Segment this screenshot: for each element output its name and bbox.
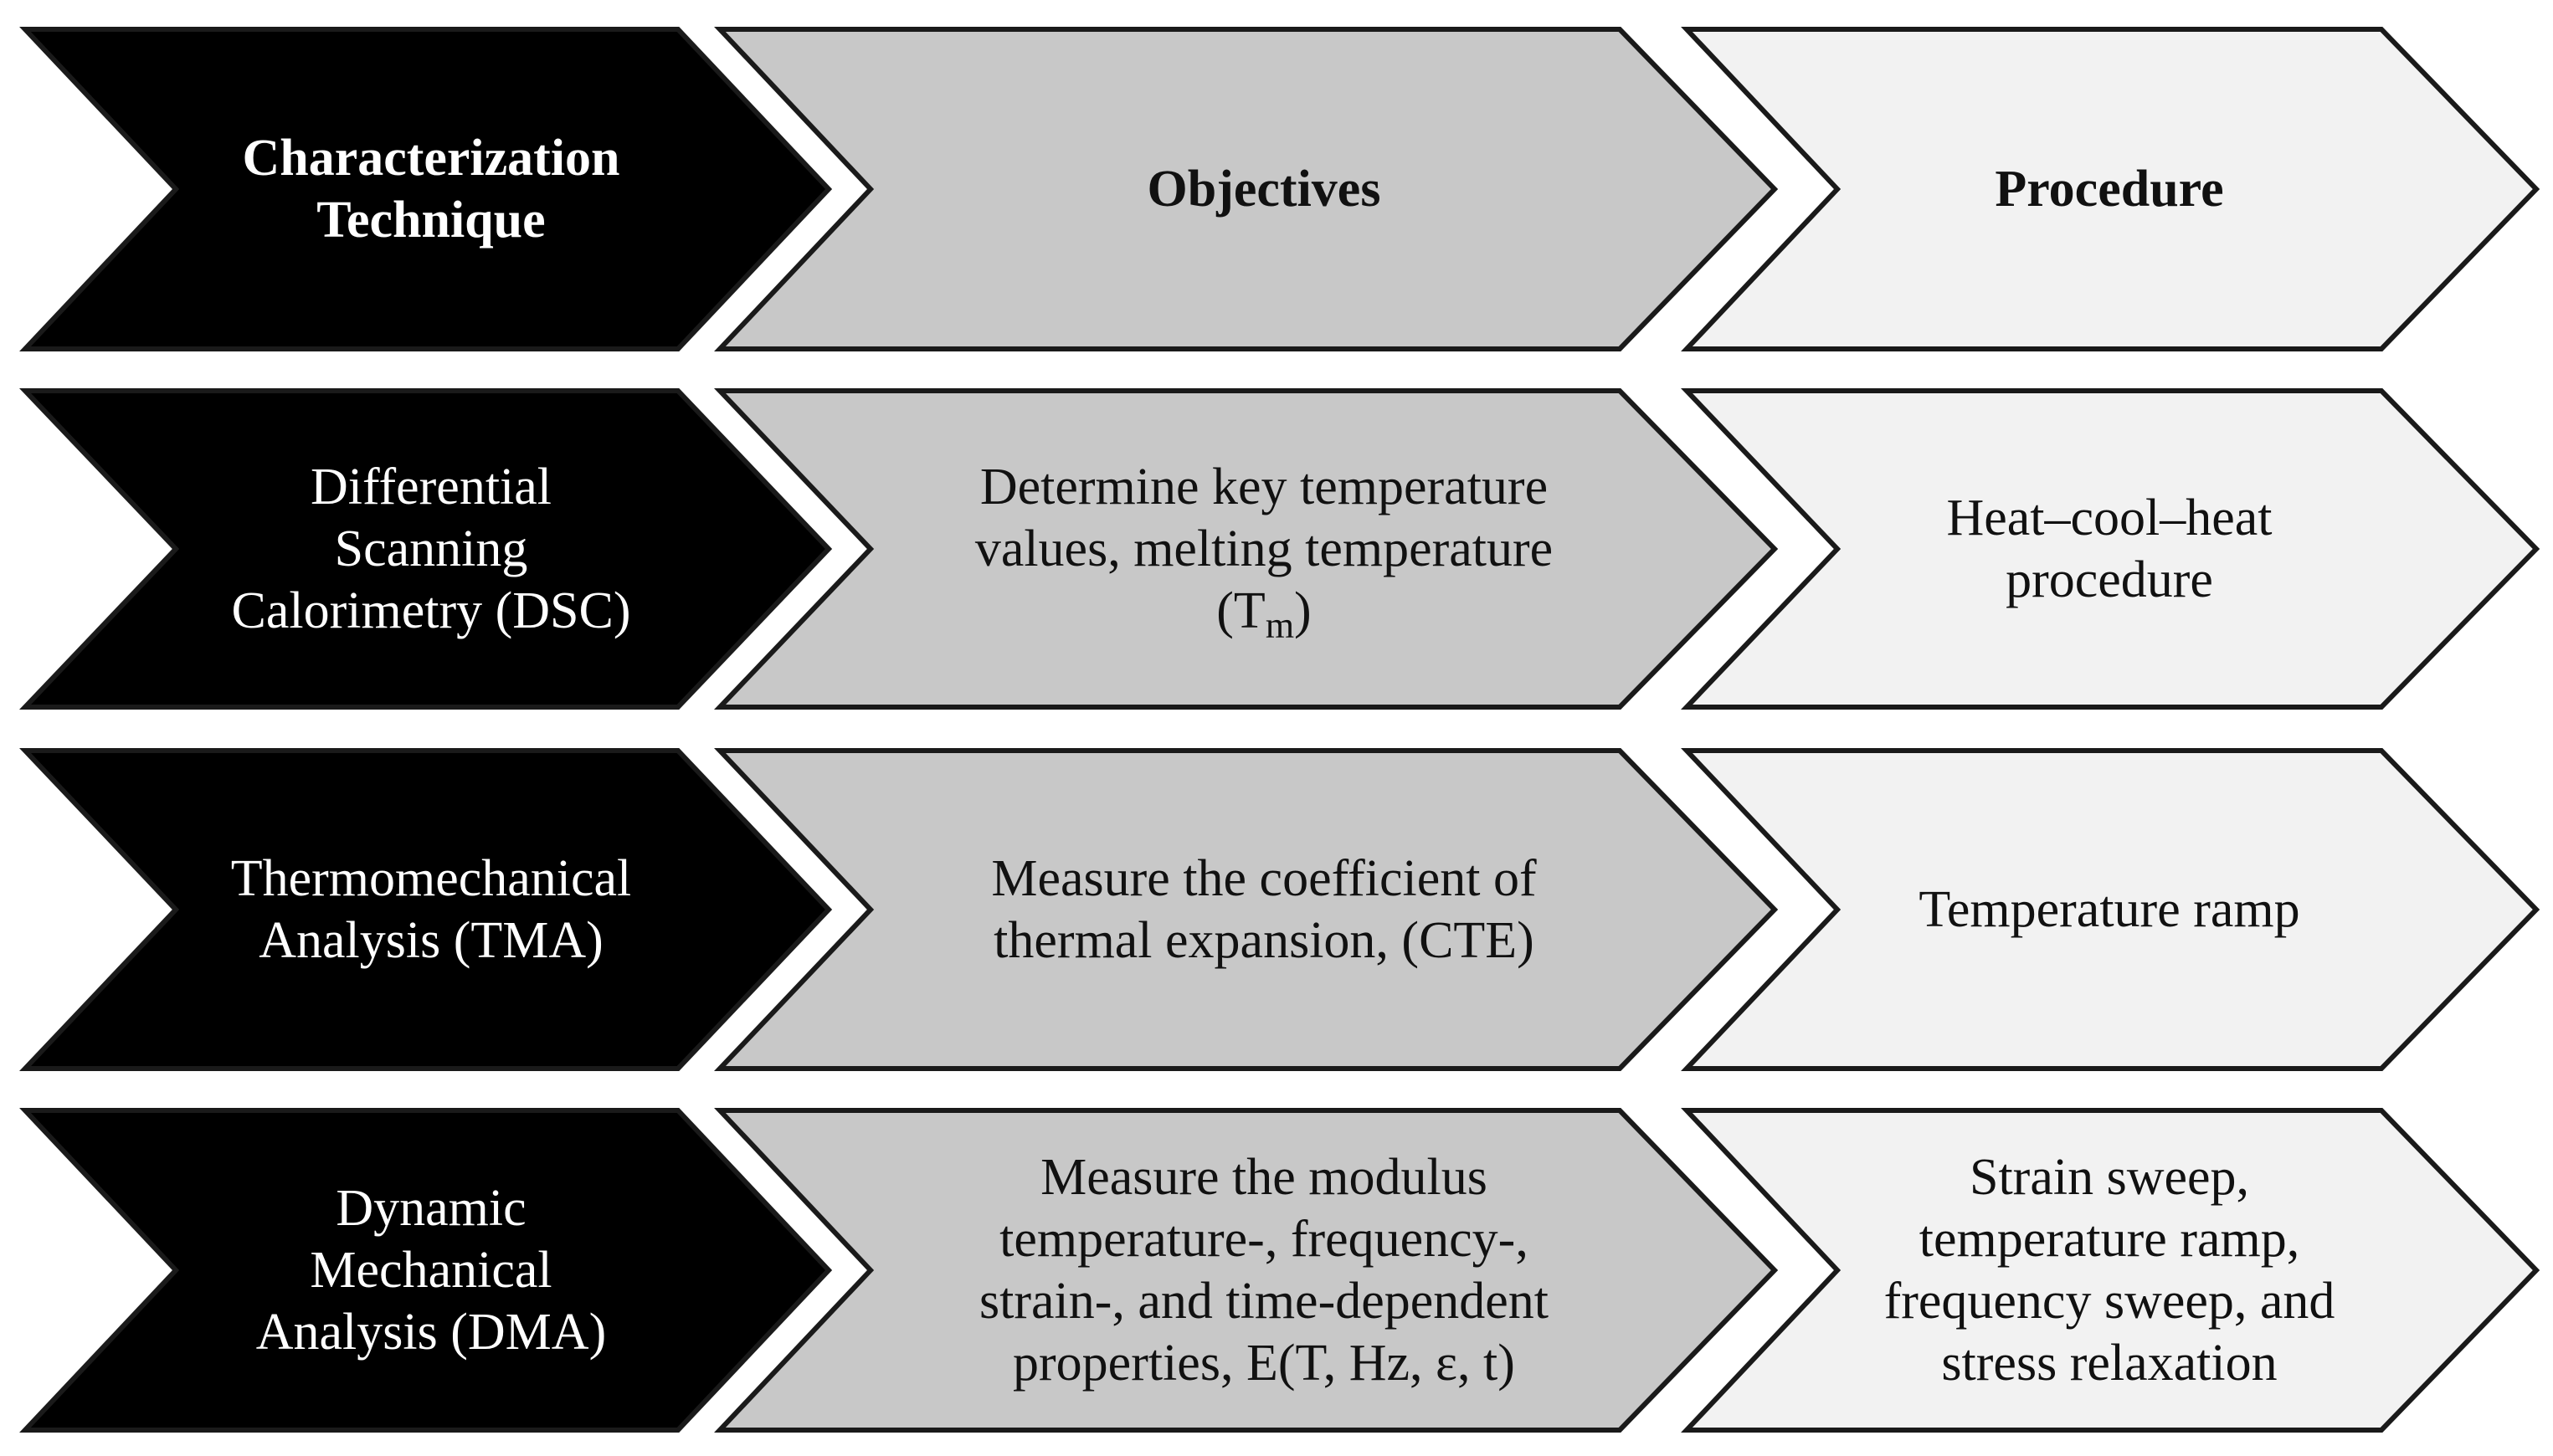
dma-objectives-line-3: strain-, and time-dependent	[979, 1273, 1549, 1330]
dsc-objectives-line-3: (Tm)	[975, 580, 1553, 644]
dma-objectives-line-1: Measure the modulus	[1040, 1149, 1487, 1206]
tma-procedure-line-1: Temperature ramp	[1919, 881, 2300, 938]
dsc-technique-line-2: Scanning	[334, 520, 528, 577]
header-technique-line-2: Technique	[316, 192, 546, 249]
dsc-technique-chevron	[19, 388, 833, 710]
header-technique-chevron	[19, 27, 833, 351]
tma-technique-line-1: Thermomechanical	[230, 850, 632, 907]
dma-procedure-line-4: stress relaxation	[1941, 1335, 2278, 1392]
dma-procedure-line-3: frequency sweep, and	[1883, 1273, 2335, 1330]
header-objectives-chevron	[714, 27, 1779, 351]
dma-objectives-line-2: temperature-, frequency-,	[999, 1211, 1528, 1268]
dma-technique-line-1: Dynamic	[336, 1180, 527, 1237]
dma-procedure-chevron	[1681, 1108, 2540, 1433]
dma-technique-cell: Dynamic Mechanical Analysis (DMA)	[126, 1110, 737, 1430]
dma-procedure-cell: Strain sweep, temperature ramp, frequenc…	[1791, 1110, 2427, 1430]
header-technique-cell: Characterization Technique	[126, 29, 737, 349]
dma-procedure-line-2: temperature ramp,	[1919, 1211, 2300, 1268]
tma-technique-cell: Thermomechanical Analysis (TMA)	[126, 751, 737, 1069]
dma-technique-line-2: Mechanical	[310, 1242, 552, 1299]
header-procedure-line-1: Procedure	[1995, 161, 2224, 218]
dma-objectives-chevron	[714, 1108, 1779, 1433]
dma-technique-line-3: Analysis (DMA)	[255, 1304, 607, 1361]
header-objectives-line-1: Objectives	[1147, 161, 1381, 218]
dma-procedure-line-1: Strain sweep,	[1969, 1149, 2250, 1206]
dsc-objectives-line-2: values, melting temperature	[974, 520, 1554, 577]
tma-technique-line-2: Analysis (TMA)	[259, 912, 604, 969]
header-procedure-chevron	[1681, 27, 2540, 351]
tm-symbol-open: (T	[1216, 582, 1266, 639]
dsc-technique-cell: Differential Scanning Calorimetry (DSC)	[126, 391, 737, 707]
dsc-objectives-cell: Determine key temperature values, meltin…	[845, 391, 1682, 707]
dma-objectives-cell: Measure the modulus temperature-, freque…	[845, 1110, 1682, 1430]
tm-symbol-close: )	[1294, 582, 1312, 639]
tma-objectives-cell: Measure the coefficient of thermal expan…	[845, 751, 1682, 1069]
header-procedure-cell: Procedure	[1791, 29, 2427, 349]
dsc-objectives-chevron	[714, 388, 1779, 710]
dma-objectives-line-4: properties, E(T, Hz, ε, t)	[1013, 1335, 1515, 1392]
dsc-procedure-line-2: procedure	[2006, 551, 2213, 608]
tma-procedure-cell: Temperature ramp	[1791, 751, 2427, 1069]
header-objectives-cell: Objectives	[845, 29, 1682, 349]
dsc-procedure-chevron	[1681, 388, 2540, 710]
dma-technique-chevron	[19, 1108, 833, 1433]
dsc-procedure-cell: Heat–cool–heat procedure	[1791, 391, 2427, 707]
dsc-procedure-line-1: Heat–cool–heat	[1946, 490, 2273, 546]
tm-subscript: m	[1265, 605, 1295, 646]
tma-objectives-line-2: thermal expansion, (CTE)	[994, 912, 1534, 969]
tma-procedure-chevron	[1681, 748, 2540, 1071]
tma-objectives-chevron	[714, 748, 1779, 1071]
dsc-technique-line-1: Differential	[310, 459, 552, 515]
tma-objectives-line-1: Measure the coefficient of	[991, 850, 1537, 907]
header-technique-line-1: Characterization	[242, 130, 620, 187]
tma-technique-chevron	[19, 748, 833, 1071]
dsc-technique-line-3: Calorimetry (DSC)	[231, 582, 631, 639]
dsc-objectives-line-1: Determine key temperature	[979, 459, 1549, 515]
